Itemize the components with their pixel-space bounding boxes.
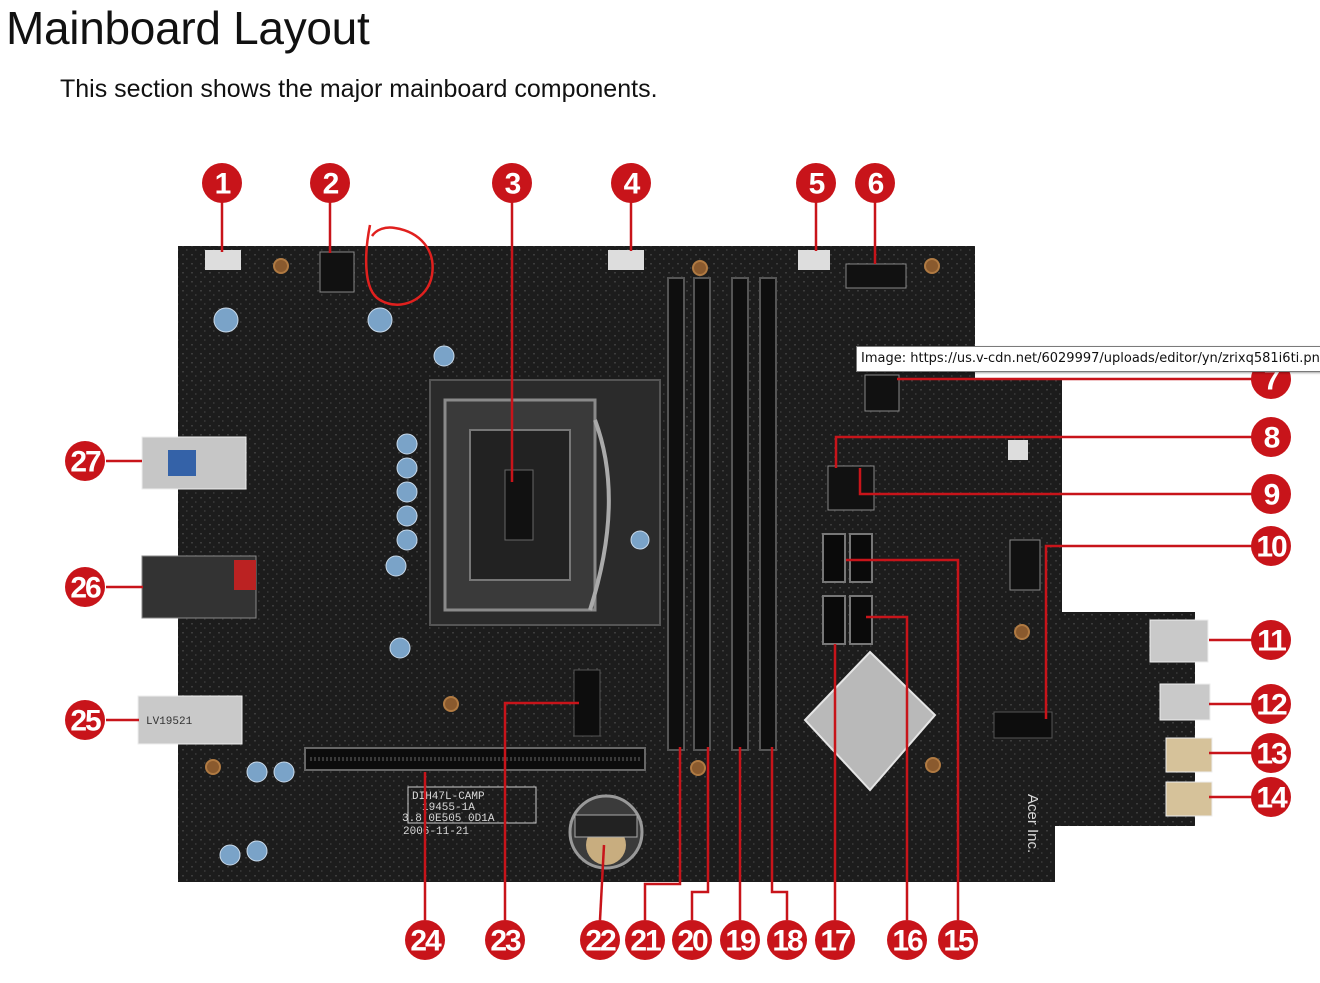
svg-text:21: 21 <box>630 925 661 958</box>
callout-24: 24 <box>405 920 445 960</box>
callout-15: 15 <box>938 920 978 960</box>
svg-text:2: 2 <box>323 168 339 201</box>
svg-text:20: 20 <box>677 925 708 958</box>
svg-text:25: 25 <box>70 705 101 738</box>
callout-26: 26 <box>65 567 105 607</box>
callout-19: 19 <box>720 920 760 960</box>
svg-text:19: 19 <box>725 925 756 958</box>
callout-20: 20 <box>672 920 712 960</box>
cmos-battery <box>568 794 644 870</box>
svg-text:13: 13 <box>1256 738 1287 771</box>
capacitors <box>213 307 650 866</box>
annotation-circle <box>364 224 434 306</box>
svg-text:14: 14 <box>1256 782 1288 815</box>
callout-27: 27 <box>65 441 105 481</box>
svg-text:16: 16 <box>892 925 923 958</box>
callout-4: 4 <box>611 163 651 203</box>
leader-lines <box>106 200 1252 921</box>
silk-brand: Acer Inc. <box>1024 794 1041 853</box>
svg-text:11: 11 <box>1257 625 1286 658</box>
pcie-slot <box>304 747 646 771</box>
svg-text:9: 9 <box>1264 479 1280 512</box>
silk-date-code: 2006-11-21 <box>403 826 469 838</box>
mounting-holes <box>205 258 1030 776</box>
callout-21: 21 <box>625 920 665 960</box>
svg-text:10: 10 <box>1256 531 1287 564</box>
callout-22: 22 <box>580 920 620 960</box>
svg-text:12: 12 <box>1256 689 1287 722</box>
callout-25: 25 <box>65 700 105 740</box>
svg-text:4: 4 <box>624 168 641 201</box>
dimm-slots <box>667 277 777 751</box>
silk-model-line1: DIH47L-CAMP <box>412 791 485 803</box>
callout-14: 14 <box>1251 777 1291 817</box>
callout-8: 8 <box>1251 417 1291 457</box>
m2-slot-ssd <box>993 711 1053 739</box>
svg-text:24: 24 <box>410 925 442 958</box>
svg-text:3: 3 <box>505 168 521 201</box>
image-url-tooltip: Image: https://us.v-cdn.net/6029997/uplo… <box>856 346 1320 372</box>
page-subtitle: This section shows the major mainboard c… <box>60 75 658 103</box>
silk-model-line2: 19455-1A <box>422 802 475 814</box>
callout-1: 1 <box>202 163 242 203</box>
callout-10: 10 <box>1251 526 1291 566</box>
callout-16: 16 <box>887 920 927 960</box>
callout-6: 6 <box>855 163 895 203</box>
page-title: Mainboard Layout <box>6 2 370 54</box>
svg-text:27: 27 <box>70 446 101 479</box>
svg-text:22: 22 <box>585 925 616 958</box>
cpu-socket <box>429 379 661 626</box>
callout-11: 11 <box>1251 620 1291 660</box>
silk-model-line3: 3.8 0E505 0D1A <box>402 813 495 825</box>
callout-18: 18 <box>767 920 807 960</box>
sata-ports <box>822 533 873 645</box>
svg-text:17: 17 <box>820 925 851 958</box>
callout-17: 17 <box>815 920 855 960</box>
connectors <box>205 250 1041 591</box>
pcb <box>178 246 1195 882</box>
svg-text:26: 26 <box>70 572 101 605</box>
svg-text:1: 1 <box>215 168 231 201</box>
rear-io <box>137 436 1213 817</box>
callout-23: 23 <box>485 920 525 960</box>
callout-12: 12 <box>1251 684 1291 724</box>
svg-text:18: 18 <box>772 925 803 958</box>
svg-text:15: 15 <box>943 925 974 958</box>
svg-text:6: 6 <box>868 168 884 201</box>
callout-13: 13 <box>1251 733 1291 773</box>
callout-5: 5 <box>796 163 836 203</box>
silk-lan-label: LV19521 <box>146 716 193 728</box>
callout-3: 3 <box>492 163 532 203</box>
callout-9: 9 <box>1251 474 1291 514</box>
chipset-heatsink <box>803 650 937 792</box>
svg-text:5: 5 <box>809 168 825 201</box>
svg-text:23: 23 <box>490 925 521 958</box>
svg-text:8: 8 <box>1264 422 1280 455</box>
callout-2: 2 <box>310 163 350 203</box>
